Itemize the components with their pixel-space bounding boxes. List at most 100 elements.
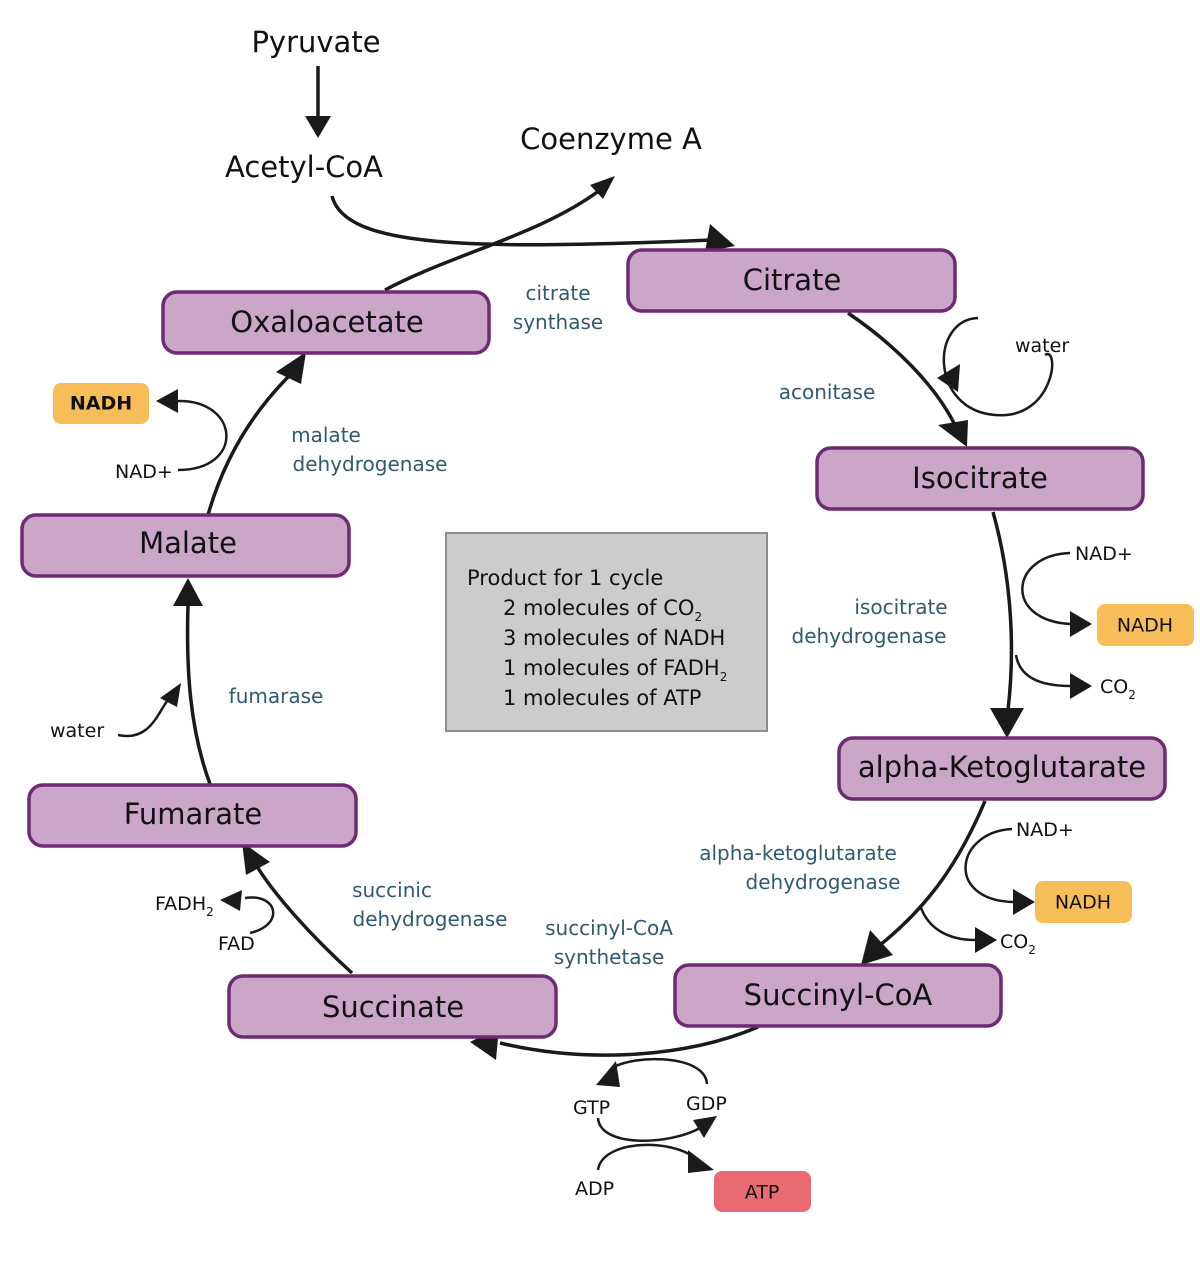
akg-co2-label: CO2	[1000, 931, 1036, 957]
adp-label: ADP	[575, 1178, 614, 1200]
summary-fadh2-line: 1 molecules of FADH2	[503, 656, 727, 684]
malate-dehydrogenase-line2: dehydrogenase	[293, 452, 448, 476]
citrate-to-isocitrate-head	[938, 420, 968, 447]
citrate-synthase-line1: citrate	[525, 281, 590, 305]
succinyl-coa-node: Succinyl-CoA	[673, 963, 1003, 1028]
isocitrate-nadh-label: NADH	[1117, 615, 1173, 637]
malate-label: Malate	[139, 526, 237, 560]
malate-node: Malate	[20, 513, 351, 578]
akg-to-succinyl-coa-head	[861, 930, 893, 965]
fumarase-water-head	[160, 683, 181, 707]
fumarate-label: Fumarate	[124, 797, 262, 831]
fumarase-water-label: water	[50, 720, 104, 742]
akg-dehydrogenase-line1: alpha-ketoglutarate	[699, 841, 897, 865]
isocitrate-to-akg-arrow	[991, 511, 1014, 711]
summary-title: Product for 1 cycle	[467, 566, 663, 590]
succinate-to-fumarate-arrow	[256, 867, 354, 975]
isocitrate-co2-label: CO2	[1100, 676, 1136, 702]
malate-dehydrogenase-line1: malate	[291, 423, 361, 447]
malate-nad-loop	[177, 399, 228, 472]
succinyl-coa-synthetase-line1: succinyl-CoA	[545, 916, 673, 940]
succinyl-coa-to-succinate-arrow	[499, 1025, 759, 1057]
fad-label: FAD	[218, 933, 255, 955]
gdp-to-gtp-curve	[609, 1057, 709, 1085]
oxaloacetate-node: Oxaloacetate	[161, 290, 491, 355]
malate-nad-plus-label: NAD+	[115, 461, 173, 483]
akg-to-succinyl-coa-arrow	[878, 800, 987, 947]
isocitrate-nad-loop	[1021, 551, 1071, 626]
isocitrate-dehydrogenase-line2: dehydrogenase	[792, 624, 947, 648]
atp-label: ATP	[745, 1182, 780, 1204]
pyruvate-arrow-head	[305, 116, 331, 138]
akg-nad-loop	[964, 827, 1014, 904]
atp-badge: ATP	[714, 1171, 811, 1212]
akg-nadh-arrow-head	[1013, 889, 1035, 915]
akg-nadh-badge: NADH	[1035, 881, 1132, 923]
summary-nadh-line: 3 molecules of NADH	[503, 626, 725, 650]
alpha-ketoglutarate-label: alpha-Ketoglutarate	[858, 750, 1146, 784]
succinate-label: Succinate	[322, 990, 464, 1024]
coenzyme-a-label: Coenzyme A	[520, 122, 702, 156]
akg-nad-plus-label: NAD+	[1016, 819, 1074, 841]
fumarase-water-curve	[117, 699, 169, 738]
malate-nadh-badge: NADH	[53, 383, 149, 424]
succinate-node: Succinate	[227, 974, 558, 1039]
akg-dehydrogenase-line2: dehydrogenase	[746, 870, 901, 894]
summary-co2-line: 2 molecules of CO2	[503, 596, 702, 624]
citrate-label: Citrate	[743, 263, 842, 297]
fadh2-label: FADH2	[155, 893, 214, 919]
gdp-label: GDP	[686, 1093, 727, 1115]
isocitrate-label: Isocitrate	[912, 461, 1048, 495]
succinyl-coa-synthetase-line2: synthetase	[554, 945, 665, 969]
fumarase-label: fumarase	[229, 684, 324, 708]
acetyl-coa-arrow	[330, 195, 712, 247]
succinate-to-fumarate-head	[242, 842, 270, 875]
gtp-arrow-head	[596, 1061, 620, 1087]
malate-nadh-label: NADH	[70, 393, 132, 415]
aconitase-water-head	[937, 364, 960, 392]
malate-nadh-arrow-head	[156, 389, 178, 413]
fumarate-to-malate-arrow	[185, 604, 212, 785]
isocitrate-dehydrogenase-line1: isocitrate	[854, 595, 947, 619]
pyruvate-label: Pyruvate	[251, 25, 380, 59]
cycle-product-summary: Product for 1 cycle 2 molecules of CO2 3…	[445, 532, 768, 732]
isocitrate-nadh-arrow-head	[1070, 611, 1092, 637]
fumarate-to-malate-head	[173, 578, 203, 606]
akg-co2-head	[975, 927, 997, 953]
gdp-arrow-head	[693, 1116, 717, 1138]
akg-co2-curve	[918, 904, 976, 942]
citrate-node: Citrate	[626, 248, 957, 313]
isocitrate-to-akg-head	[990, 708, 1024, 738]
acetyl-coa-arrow-head	[705, 224, 735, 252]
aconitase-water-loop	[942, 316, 1054, 417]
summary-atp-line: 1 molecules of ATP	[503, 686, 701, 710]
isocitrate-nad-plus-label: NAD+	[1075, 543, 1133, 565]
gtp-label: GTP	[573, 1097, 610, 1119]
akg-nadh-label: NADH	[1055, 892, 1111, 914]
fadh2-arrow-head	[220, 890, 242, 911]
malate-to-oxaloacetate-head	[276, 352, 306, 384]
malate-to-oxaloacetate-arrow	[206, 373, 292, 516]
acetyl-coa-label: Acetyl-CoA	[225, 150, 383, 184]
isocitrate-nadh-badge: NADH	[1097, 604, 1194, 646]
fad-to-fadh2-curve	[244, 896, 275, 935]
isocitrate-node: Isocitrate	[815, 446, 1145, 511]
isocitrate-co2-curve	[1014, 654, 1071, 688]
citrate-synthase-line2: synthase	[513, 310, 603, 334]
adp-to-atp-curve	[596, 1143, 696, 1171]
aconitase-water-label: water	[1015, 335, 1069, 357]
alpha-ketoglutarate-node: alpha-Ketoglutarate	[837, 736, 1167, 801]
aconitase-label: aconitase	[779, 380, 876, 404]
atp-arrow-head	[688, 1150, 714, 1173]
succinic-dehydrogenase-line2: dehydrogenase	[353, 907, 508, 931]
fumarate-node: Fumarate	[27, 783, 358, 848]
oxaloacetate-label: Oxaloacetate	[230, 305, 423, 339]
coenzyme-a-arrow	[384, 188, 602, 292]
gtp-to-gdp-curve	[596, 1117, 701, 1142]
isocitrate-co2-head	[1070, 673, 1092, 699]
succinyl-coa-label: Succinyl-CoA	[744, 978, 933, 1012]
succinic-dehydrogenase-line1: succinic	[352, 878, 432, 902]
coenzyme-a-arrow-head	[590, 176, 615, 199]
